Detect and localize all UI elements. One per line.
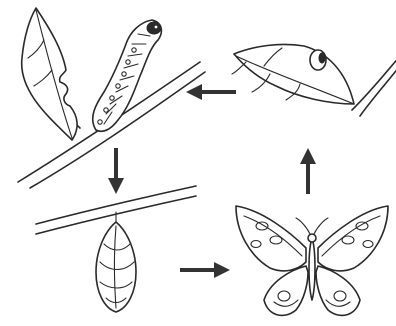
egg bbox=[310, 50, 326, 70]
stage-caterpillar bbox=[18, 8, 205, 188]
stage-butterfly bbox=[236, 206, 388, 315]
butterfly bbox=[236, 206, 388, 315]
egg-leaf bbox=[232, 44, 354, 104]
chewed-leaf bbox=[22, 8, 77, 140]
stage-chrysalis bbox=[36, 186, 196, 312]
arrow-chrysalis-to-butterfly bbox=[180, 262, 230, 278]
arrow-butterfly-to-egg bbox=[300, 148, 316, 194]
stem-top-right bbox=[352, 56, 396, 116]
chrysalis bbox=[96, 212, 136, 312]
caterpillar bbox=[93, 20, 162, 131]
arrow-egg-to-caterpillar bbox=[186, 84, 236, 100]
arrow-caterpillar-to-chrysalis bbox=[108, 148, 124, 194]
stage-egg bbox=[232, 44, 396, 116]
